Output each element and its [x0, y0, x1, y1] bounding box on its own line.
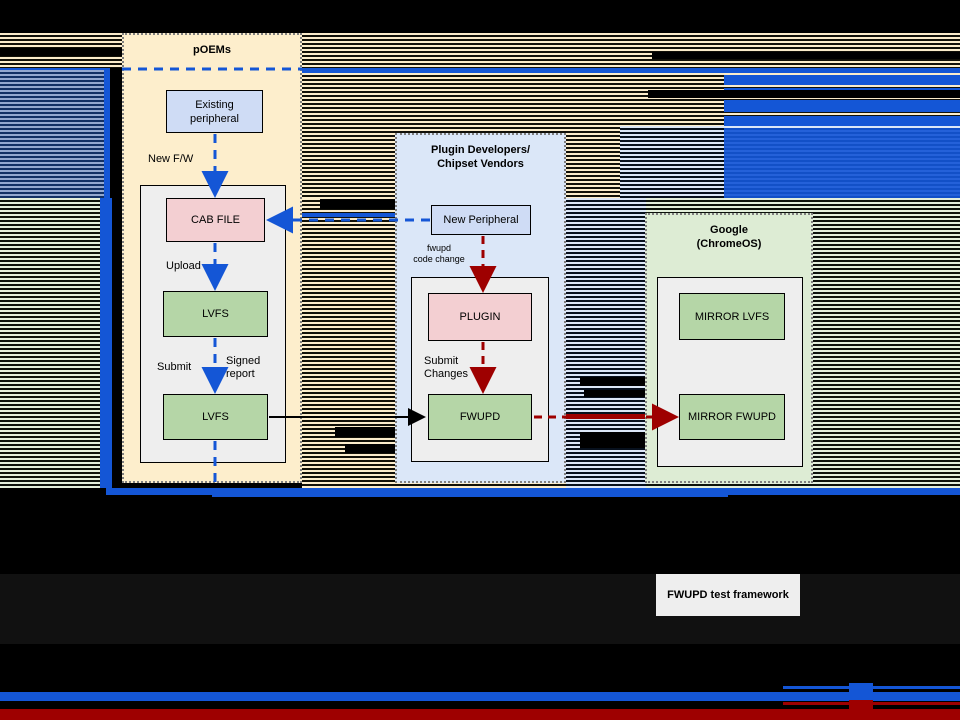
- glitch-black-bar: [320, 199, 396, 209]
- glitch-black-bar: [345, 444, 396, 453]
- edge-label-signed-report: Signed report: [226, 355, 261, 380]
- glitch-black-bar: [584, 390, 646, 397]
- glitch-blue-bar: [0, 692, 960, 701]
- glitch-streak-band: [566, 198, 646, 488]
- glitch-blue-bar: [724, 150, 960, 160]
- edge-label-fwupd-code-change: fwupd code change: [413, 243, 465, 264]
- node-fwupd-label: FWUPD: [459, 411, 501, 423]
- node-fwupd[interactable]: FWUPD: [428, 394, 532, 440]
- glitch-red-bar: [849, 700, 873, 712]
- node-new-peripheral[interactable]: New Peripheral: [431, 205, 531, 235]
- glitch-black-bar: [580, 377, 646, 386]
- edge-label-upload: Upload: [166, 260, 201, 272]
- glitch-streak-band: [812, 198, 960, 488]
- glitch-blue-bar: [724, 100, 960, 112]
- node-mirror-lvfs[interactable]: MIRROR LVFS: [679, 293, 785, 340]
- node-fwupd-test-framework[interactable]: FWUPD test framework: [656, 574, 800, 616]
- node-mirror-fwupd-label: MIRROR FWUPD: [688, 411, 776, 423]
- glitch-black-bar: [648, 90, 960, 98]
- glitch-black-bar: [335, 427, 396, 437]
- node-lvfs-upload[interactable]: LVFS: [163, 291, 268, 337]
- glitch-blue-bar: [100, 198, 112, 488]
- panel-plugin-title: Plugin Developers/ Chipset Vendors: [430, 144, 531, 170]
- node-new-peripheral-label: New Peripheral: [443, 214, 519, 226]
- node-cab-file-label: CAB FILE: [191, 214, 240, 226]
- node-existing-peripheral-label: Existing peripheral: [190, 98, 239, 125]
- edge-label-submit-changes: Submit Changes: [424, 355, 469, 380]
- glitch-dark-bar: [0, 618, 960, 644]
- glitch-black-bar: [652, 52, 960, 59]
- glitch-blue-bar: [724, 88, 960, 97]
- node-mirror-fwupd[interactable]: MIRROR FWUPD: [679, 394, 785, 440]
- glitch-streak-band: [302, 33, 960, 69]
- node-lvfs-upload-label: LVFS: [202, 308, 229, 320]
- glitch-blue-bar: [724, 130, 960, 146]
- glitch-blue-bar: [724, 128, 960, 198]
- glitch-red-bar: [566, 414, 646, 419]
- glitch-blue-bar: [724, 75, 960, 85]
- panel-poems-title: pOEMs: [193, 44, 231, 56]
- glitch-streak-band: [620, 126, 960, 198]
- glitch-blue-bar: [724, 180, 960, 198]
- glitch-blue-bar: [724, 116, 960, 126]
- glitch-streak-band: [0, 70, 104, 198]
- node-existing-peripheral[interactable]: Existing peripheral: [166, 90, 263, 133]
- node-mirror-lvfs-label: MIRROR LVFS: [694, 310, 770, 323]
- glitch-blue-bar: [0, 68, 110, 198]
- node-lvfs-submit[interactable]: LVFS: [163, 394, 268, 440]
- glitch-red-bar: [0, 709, 960, 720]
- glitch-black-bar: [580, 432, 646, 448]
- edge-label-new-fw: New F/W: [148, 153, 194, 165]
- glitch-red-bar: [783, 702, 960, 705]
- node-plugin[interactable]: PLUGIN: [428, 293, 532, 341]
- node-fwupd-test-framework-label: FWUPD test framework: [667, 589, 789, 601]
- edge-label-submit: Submit: [157, 361, 192, 373]
- panel-google-title: Google (ChromeOS): [696, 224, 762, 250]
- glitch-blue-bar: [783, 686, 960, 689]
- glitch-blue-bar: [849, 683, 873, 697]
- glitch-blue-bar: [724, 164, 960, 176]
- glitch-blue-bar: [302, 68, 960, 73]
- glitch-black-bar: [0, 488, 960, 720]
- node-lvfs-submit-label: LVFS: [202, 411, 229, 423]
- node-plugin-label: PLUGIN: [459, 311, 501, 323]
- glitch-blue-bar: [106, 488, 960, 495]
- glitch-dark-bar: [0, 574, 960, 618]
- glitch-streak-band: [0, 198, 110, 488]
- node-cab-file[interactable]: CAB FILE: [166, 198, 265, 242]
- glitch-blue-bar: [212, 489, 728, 497]
